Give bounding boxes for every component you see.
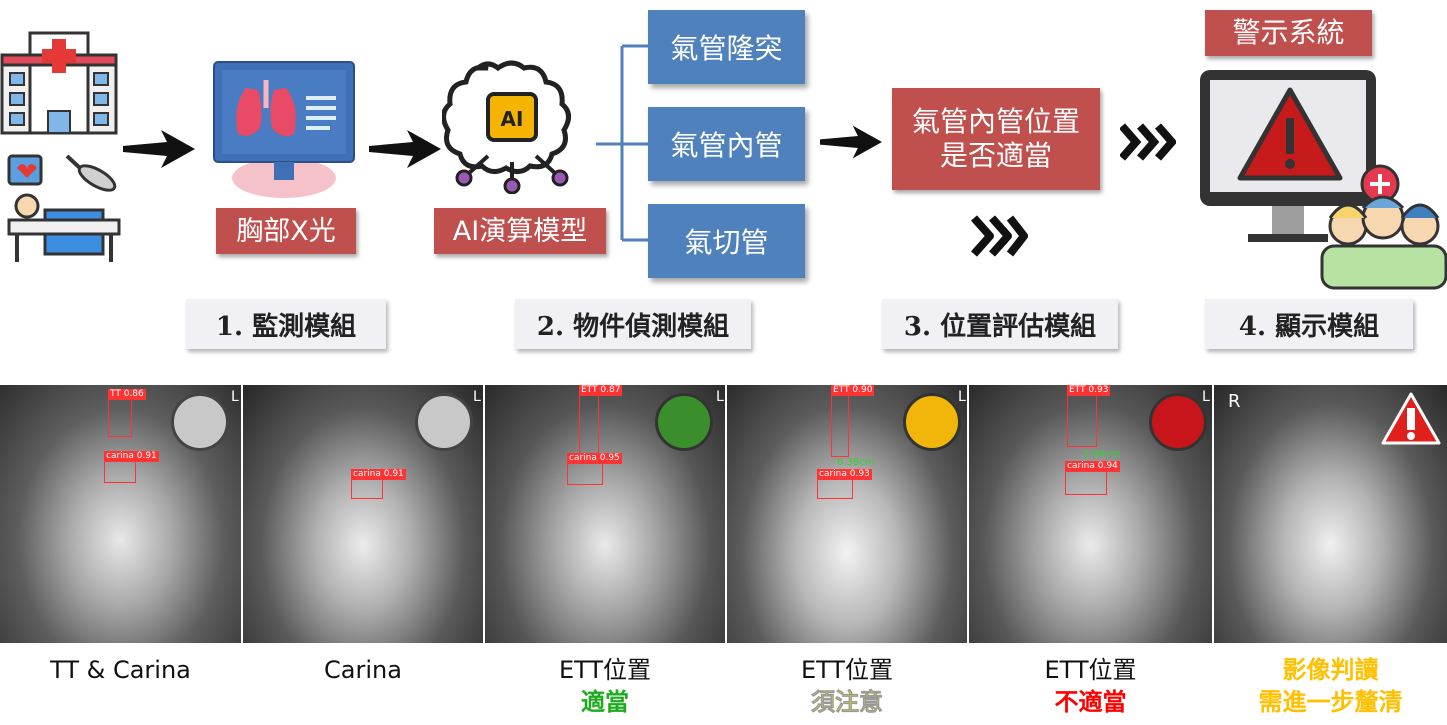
- arrow-right-icon: [123, 130, 195, 168]
- caption-1: TT & Carina: [0, 654, 241, 686]
- xray-image-1: TT 0.86 carina 0.91 L: [0, 385, 241, 643]
- caption-line1: 影像判讀: [1282, 656, 1379, 684]
- caption-line1: ETT位置: [1044, 656, 1137, 684]
- xray-image-2: carina 0.91 L: [243, 385, 483, 643]
- status-circle: [1149, 393, 1207, 451]
- carina-detection-label: carina 0.93: [817, 469, 872, 480]
- warning-triangle-icon: [1381, 392, 1441, 445]
- corner-marker: L: [473, 389, 481, 405]
- ett-detection-label: ETT 0.90: [831, 385, 875, 396]
- alert-system-label: 警示系統: [1205, 10, 1372, 56]
- caption-4: ETT位置 須注意: [727, 654, 967, 718]
- ett-detection-label: ETT 0.87: [579, 385, 623, 396]
- status-circle: [171, 393, 229, 451]
- carina-detection-label: carina 0.95: [567, 453, 622, 464]
- chevron-double-right-icon: [971, 215, 1028, 257]
- module-object-detection: 2. 物件偵測模組: [515, 299, 751, 349]
- caption-status: 須注意: [811, 688, 884, 717]
- status-circle: [655, 393, 713, 451]
- status-circle: [903, 393, 961, 451]
- caption-5: ETT位置 不適當: [969, 654, 1212, 718]
- caption-line1: ETT位置: [800, 656, 894, 684]
- caption-status: 需進一步釐清: [1258, 688, 1403, 716]
- caption-status: 不適當: [1054, 688, 1127, 716]
- corner-marker: L: [1202, 389, 1210, 405]
- module-display: 4. 顯示模組: [1205, 299, 1413, 349]
- hospital-icon: [0, 31, 118, 135]
- ai-model-label: AI演算模型: [434, 208, 606, 254]
- caption-status: 適當: [581, 688, 629, 716]
- distance-label: 6.38cm: [837, 457, 875, 468]
- distance-label: 1.84cm: [1083, 449, 1121, 460]
- ett-detection-label: ETT 0.93: [1067, 385, 1111, 396]
- branch-carina: 氣管隆突: [648, 10, 805, 84]
- ai-brain-icon: AI: [442, 60, 571, 194]
- corner-marker: L: [958, 389, 966, 405]
- xray-image-3: ETT 0.87 carina 0.95 L: [485, 385, 725, 643]
- chest-xray-monitor-icon: [213, 61, 355, 198]
- module-monitoring: 1. 監測模組: [186, 299, 386, 349]
- carina-detection-label: carina 0.91: [351, 469, 406, 480]
- branch-tracheostomy-tube: 氣切管: [648, 204, 805, 278]
- ai-chip-text: AI: [501, 107, 524, 131]
- carina-detection-label: carina 0.91: [104, 451, 159, 462]
- xray-image-5: ETT 0.93 carina 0.94 1.84cm L: [969, 385, 1212, 643]
- caption-6: 影像判讀 需進一步釐清: [1214, 654, 1447, 718]
- module-position-assessment: 3. 位置評估模組: [882, 299, 1118, 349]
- tt-detection-label: TT 0.86: [108, 389, 146, 400]
- carina-detection-label: carina 0.94: [1065, 461, 1120, 472]
- chevron-triple-right-icon: [1120, 123, 1176, 161]
- arrow-right-icon: [369, 130, 441, 168]
- branch-endotracheal-tube: 氣管內管: [648, 107, 805, 181]
- arrow-right-icon: [820, 125, 882, 159]
- xray-image-6: R: [1214, 385, 1447, 643]
- warning-monitor-icon: [1200, 70, 1447, 290]
- xray-image-4: ETT 0.90 carina 0.93 6.38cm L: [727, 385, 967, 643]
- patient-xray-icon: [7, 154, 121, 262]
- caption-line1: ETT位置: [558, 656, 652, 684]
- caption-line1: TT & Carina: [50, 656, 191, 684]
- corner-marker: L: [231, 389, 239, 405]
- corner-marker: R: [1228, 391, 1241, 412]
- position-assessment-label: 氣管內管位置是否適當: [892, 88, 1100, 190]
- corner-marker: L: [716, 389, 724, 405]
- caption-3: ETT位置 適當: [485, 654, 725, 718]
- status-circle: [415, 393, 473, 451]
- branch-connector: [596, 44, 650, 242]
- chest-xray-label: 胸部X光: [216, 208, 356, 254]
- caption-line1: Carina: [324, 656, 402, 684]
- caption-2: Carina: [243, 654, 483, 686]
